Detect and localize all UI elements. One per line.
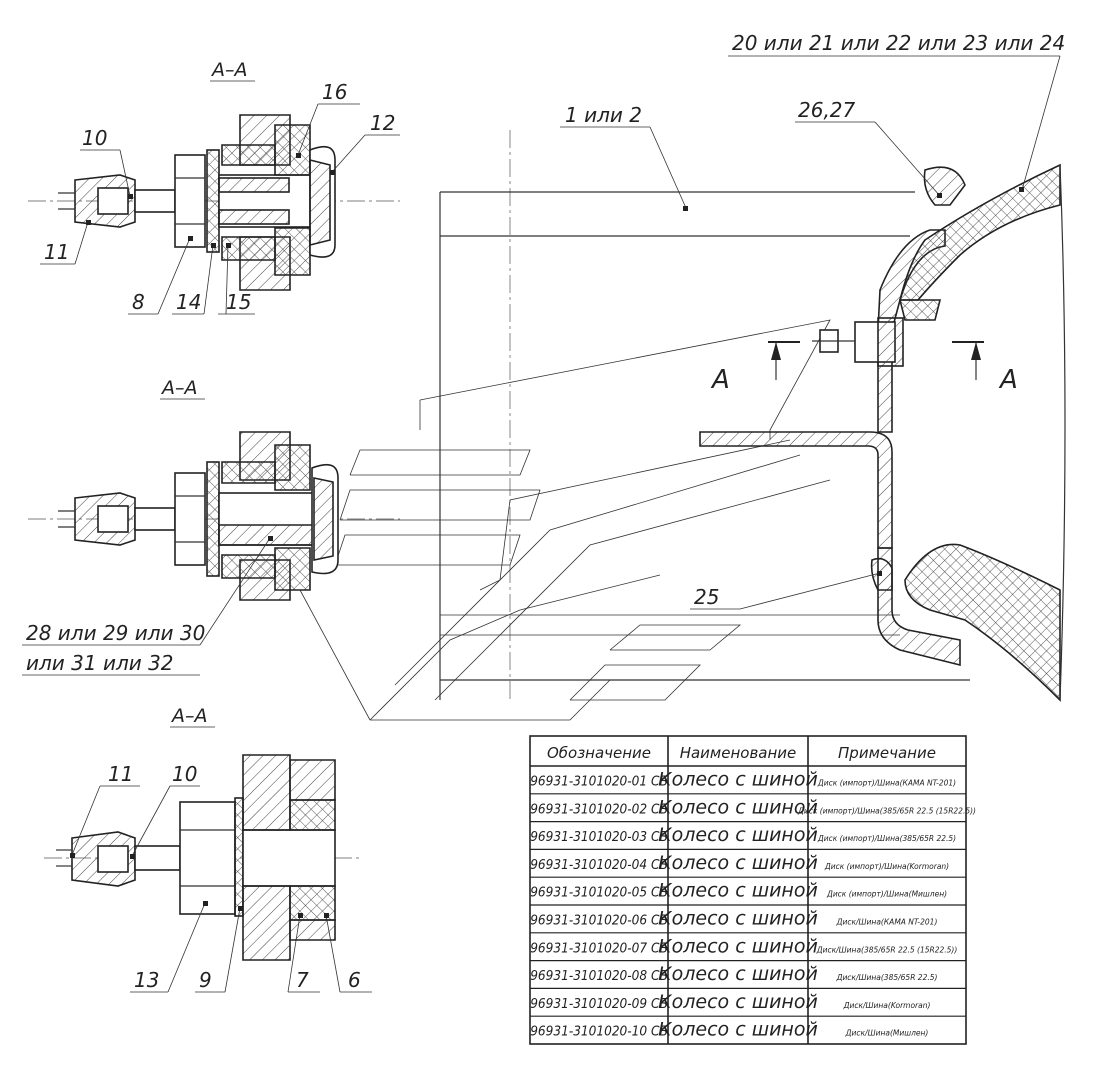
table-cell-name: Колесо с шиной — [658, 935, 818, 957]
table-cell-name: Колесо с шиной — [658, 880, 818, 902]
callout-9: 9 — [199, 968, 212, 992]
callout-13: 13 — [134, 968, 159, 992]
section-bottom-callouts: 11 10 13 9 7 6 — [70, 762, 372, 993]
callout-7: 7 — [296, 968, 309, 992]
table-cell-code: 96931-3101020-04 СБ — [530, 857, 668, 873]
table-cell-note: Диск/Шина(Мишлен) — [845, 1029, 929, 1038]
table-cell-note: Диск (импорт)/Шина(Мишлен) — [826, 890, 947, 899]
section-arrow-right — [952, 341, 984, 380]
main-view-callouts: 1 или 2 20 или 21 или 22 или 23 или 24 2… — [560, 31, 1065, 610]
callout-26: 26,27 — [798, 98, 856, 122]
callout-1: 1 или 2 — [565, 103, 642, 127]
callout-8: 8 — [132, 290, 145, 314]
table-cell-note: Диск (импорт)/Шина(Kormoran) — [824, 862, 949, 871]
table-cell-note: Диск/Шина(КАМА NT-201) — [836, 917, 938, 926]
table-cell-note: Диск/Шина(Kormoran) — [843, 1001, 931, 1010]
table-cell-name: Колесо с шиной — [658, 991, 818, 1013]
section-middle-callouts: 28 или 29 или 30 или 31 или 32 — [22, 536, 273, 676]
section-top: A–A — [28, 59, 400, 291]
callout-25: 25 — [694, 585, 719, 609]
table-header-designation: Обозначение — [547, 744, 651, 762]
section-arrow-left — [768, 341, 800, 380]
table-cell-note: Диск/Шина(385/65R 22.5) — [836, 973, 938, 982]
callout-28: 28 или 29 или 30 — [26, 621, 205, 645]
table-cell-code: 96931-3101020-03 СБ — [530, 829, 668, 845]
table-cell-code: 96931-3101020-07 СБ — [530, 940, 668, 956]
table-cell-code: 96931-3101020-09 СБ — [530, 996, 668, 1012]
callout-20: 20 или 21 или 22 или 23 или 24 — [732, 31, 1065, 55]
table-cell-name: Колесо с шиной — [658, 852, 818, 874]
section-title-bottom: A–A — [170, 705, 208, 727]
section-title-top: A–A — [210, 59, 248, 81]
table-cell-name: Колесо с шиной — [658, 963, 818, 985]
section-title-middle: A–A — [160, 377, 198, 399]
section-marker-left: A — [710, 365, 730, 395]
table-cell-code: 96931-3101020-05 СБ — [530, 885, 668, 901]
callout-11-top: 11 — [44, 240, 69, 264]
table-cell-code: 96931-3101020-02 СБ — [530, 801, 668, 817]
callout-6: 6 — [348, 968, 361, 992]
callout-10-bottom: 10 — [172, 762, 197, 786]
table-cell-name: Колесо с шиной — [658, 907, 818, 929]
table-cell-name: Колесо с шиной — [658, 796, 818, 818]
table-cell-note: Диск/Шина(385/65R 22.5 (15R22.5)) — [816, 945, 958, 954]
section-middle: A–A — [28, 377, 400, 601]
table-cell-code: 96931-3101020-08 СБ — [530, 968, 668, 984]
callout-14: 14 — [176, 290, 201, 314]
table-cell-code: 96931-3101020-06 СБ — [530, 912, 668, 928]
section-marker-right: A — [998, 365, 1018, 395]
wheel-main-view: A A — [299, 130, 1066, 721]
callout-15: 15 — [226, 290, 251, 314]
table-header-name: Наименование — [680, 744, 797, 762]
table-header-note: Примечание — [838, 744, 936, 762]
callout-28-cont: или 31 или 32 — [26, 651, 174, 675]
table-cell-name: Колесо с шиной — [658, 1019, 818, 1041]
variant-table: Обозначение Наименование Примечание 9693… — [529, 735, 976, 1045]
table-cell-name: Колесо с шиной — [658, 824, 818, 846]
callout-11-bottom: 11 — [108, 762, 133, 786]
table-cell-code: 96931-3101020-10 СБ — [530, 1024, 668, 1040]
callout-16: 16 — [322, 80, 347, 104]
callout-10-top: 10 — [82, 126, 107, 150]
table-cell-code: 96931-3101020-01 СБ — [530, 773, 668, 789]
table-cell-note: Диск (импорт)/Шина(385/65R 22.5 (15R22.5… — [797, 806, 976, 815]
callout-12: 12 — [370, 111, 395, 135]
section-top-callouts: 10 11 8 14 15 16 12 — [40, 80, 400, 315]
section-bottom: A–A — [44, 705, 360, 961]
table-cell-note: Диск (импорт)/Шина(385/65R 22.5) — [817, 834, 956, 843]
table-cell-name: Колесо с шиной — [658, 768, 818, 790]
table-cell-note: Диск (импорт)/Шина(КАМА NT-201) — [817, 778, 956, 787]
